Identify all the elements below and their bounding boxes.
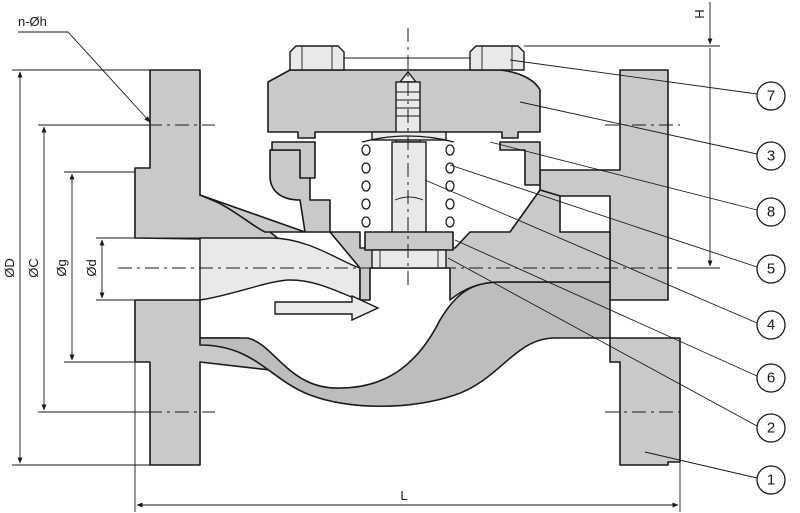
raised-face-label: Øg (54, 259, 69, 276)
spring-coil-left (361, 180, 371, 192)
callout-5-label: 5 (767, 261, 775, 278)
spring-coil-left (361, 198, 371, 210)
height-label: H (692, 9, 707, 18)
callout-7-label: 7 (767, 88, 775, 105)
spring-coil-left (361, 144, 371, 156)
body-bowl (199, 281, 611, 407)
bolt-circle-label: ØC (26, 258, 41, 278)
callout-4: 4 (756, 310, 786, 340)
callout-7: 7 (756, 81, 786, 111)
callout-5: 5 (756, 254, 786, 284)
disc (364, 231, 454, 251)
callout-2: 2 (756, 413, 786, 443)
bonnet-skirt-left (271, 141, 316, 179)
callout-1-label: 1 (767, 472, 775, 489)
bolt-holes-label: n-Øh (18, 14, 47, 29)
callout-2-label: 2 (767, 420, 775, 437)
callout-6-label: 6 (767, 370, 775, 387)
seat-ring (371, 249, 447, 269)
spring-coil-right (445, 216, 455, 228)
callout-leaders (424, 59, 758, 479)
callout-3: 3 (756, 141, 786, 171)
spring (361, 135, 455, 228)
spring-coil-right (445, 198, 455, 210)
bolt-right (469, 45, 525, 71)
spring-coil-left (361, 162, 371, 174)
bonnet-skirt-right (499, 141, 541, 186)
dimension-lines (12, 2, 720, 512)
flow-passage (199, 237, 361, 301)
callout-4-label: 4 (767, 317, 775, 334)
spring-coil-right (445, 144, 455, 156)
callout-6: 6 (756, 363, 786, 393)
flow-direction-arrow (274, 294, 380, 322)
callout-1: 1 (756, 465, 786, 495)
bore-label: Ød (84, 259, 99, 276)
guide-sleeve (391, 141, 427, 235)
callout-8-label: 8 (767, 204, 775, 221)
length-label: L (400, 488, 407, 503)
spring-coil-right (445, 162, 455, 174)
callout-8: 8 (756, 197, 786, 227)
callout-3-label: 3 (767, 148, 775, 165)
spring-coil-left (361, 216, 371, 228)
right-flange-lower (609, 337, 681, 466)
left-flange-lower (134, 299, 271, 466)
flange-od-label: ØD (2, 258, 17, 278)
left-flange (134, 69, 281, 241)
bolt-left (289, 45, 345, 71)
